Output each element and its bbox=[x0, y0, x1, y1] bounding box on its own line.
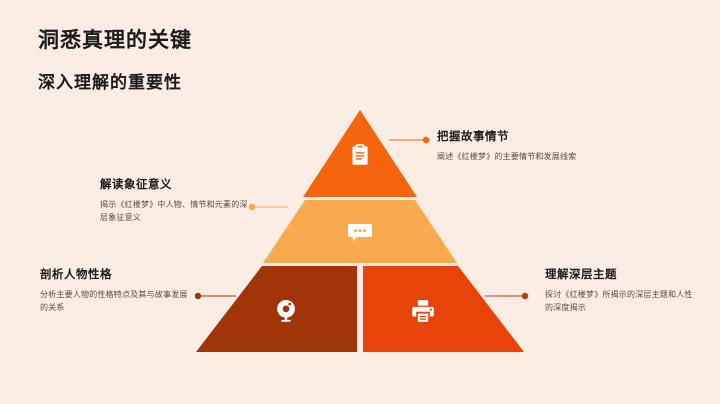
callout-description: 阐述《红楼梦》的主要情节和发展线索 bbox=[437, 151, 577, 161]
callout-description: 分析主要人物的性格特点及其与故事发展的关系 bbox=[40, 289, 188, 313]
page-subtitle: 深入理解的重要性 bbox=[38, 73, 182, 93]
callout-top-right[interactable]: 把握故事情节 阐述《红楼梦》的主要情节和发展线索 bbox=[437, 130, 587, 163]
title-block: 洞悉真理的关键 深入理解的重要性 bbox=[38, 28, 458, 94]
pyramid-level-base-left[interactable] bbox=[196, 266, 357, 352]
callout-title: 解读象征意义 bbox=[100, 179, 172, 191]
callout-title: 把握故事情节 bbox=[437, 131, 509, 143]
pyramid-level-middle[interactable] bbox=[263, 200, 457, 263]
callout-description: 探讨《红楼梦》所揭示的深层主题和人性的深度揭示 bbox=[545, 289, 693, 313]
connector-bottom-left bbox=[194, 292, 236, 300]
callout-title: 理解深层主题 bbox=[545, 269, 617, 281]
connector-bottom-right bbox=[485, 292, 529, 300]
callout-bottom-right[interactable]: 理解深层主题 探讨《红楼梦》所揭示的深层主题和人性的深度揭示 bbox=[545, 268, 697, 314]
pyramid-level-apex[interactable] bbox=[303, 110, 417, 197]
connector-top-right bbox=[389, 136, 430, 144]
callout-bottom-left[interactable]: 剖析人物性格 分析主要人物的性格特点及其与故事发展的关系 bbox=[40, 268, 190, 314]
connector-middle-left bbox=[248, 203, 288, 211]
callout-description: 揭示《红楼梦》中人物、情节和元素的深层象征意义 bbox=[100, 199, 248, 223]
page-title: 洞悉真理的关键 bbox=[38, 29, 192, 52]
callout-middle-left[interactable]: 解读象征意义 揭示《红楼梦》中人物、情节和元素的深层象征意义 bbox=[100, 178, 248, 224]
callout-title: 剖析人物性格 bbox=[40, 269, 112, 281]
pyramid-level-base-right[interactable] bbox=[363, 266, 524, 352]
